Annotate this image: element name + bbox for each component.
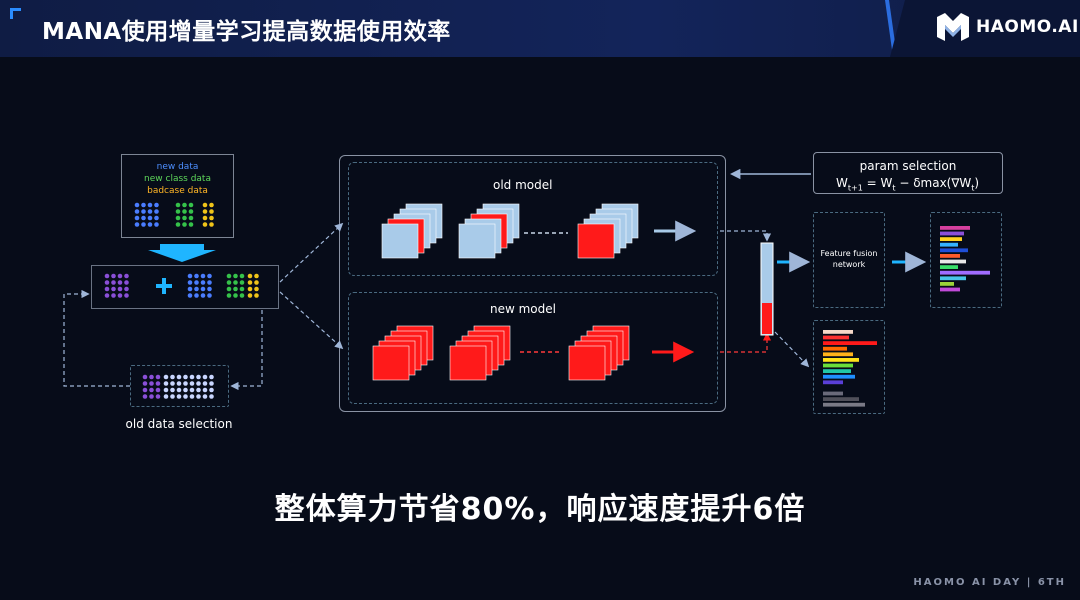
param-selection-label: param selection [859,159,957,173]
data-legend-box: new data new class data badcase data [121,154,234,238]
feature-fusion-label: Feature fusion network [820,249,878,269]
loop-arrow-right [230,310,263,391]
legend-badcase-data: badcase data [147,186,208,196]
legend-new-data: new data [156,162,199,172]
footer-label: HAOMO AI DAY | 6TH [913,577,1066,588]
fused-feature-bar [760,242,774,336]
logo-panel [890,0,1080,57]
old-model-box [348,162,718,276]
feature-fusion-box [813,212,885,308]
legend-new-class-data: new class data [144,174,211,184]
arrow-to-old-model [279,222,344,283]
model-container [339,155,726,412]
output-bars-box [930,212,1002,308]
combined-data-box [91,265,279,309]
corner-accent [10,8,21,19]
param-selection-box [813,152,1003,194]
feature-bars-box [813,320,885,414]
arrow-to-feature-bars [774,331,810,368]
down-arrow-icon [148,244,216,262]
param-update-formula: Wt+1 = Wt − δmax(∇Wt) [836,176,980,193]
new-model-label: new model [490,302,556,316]
new-model-box [348,292,718,404]
summary-subtitle: 整体算力节省80%，响应速度提升6倍 [274,492,806,527]
haomo-logo-icon [937,13,969,41]
old-data-selection-box [130,365,229,407]
old-data-selection-label: old data selection [125,417,233,431]
old-model-label: old model [493,178,553,192]
logo-text: HAOMO.AI [976,17,1079,37]
page-title: MANA使用增量学习提高数据使用效率 [42,19,451,45]
arrow-to-new-model [279,291,344,350]
